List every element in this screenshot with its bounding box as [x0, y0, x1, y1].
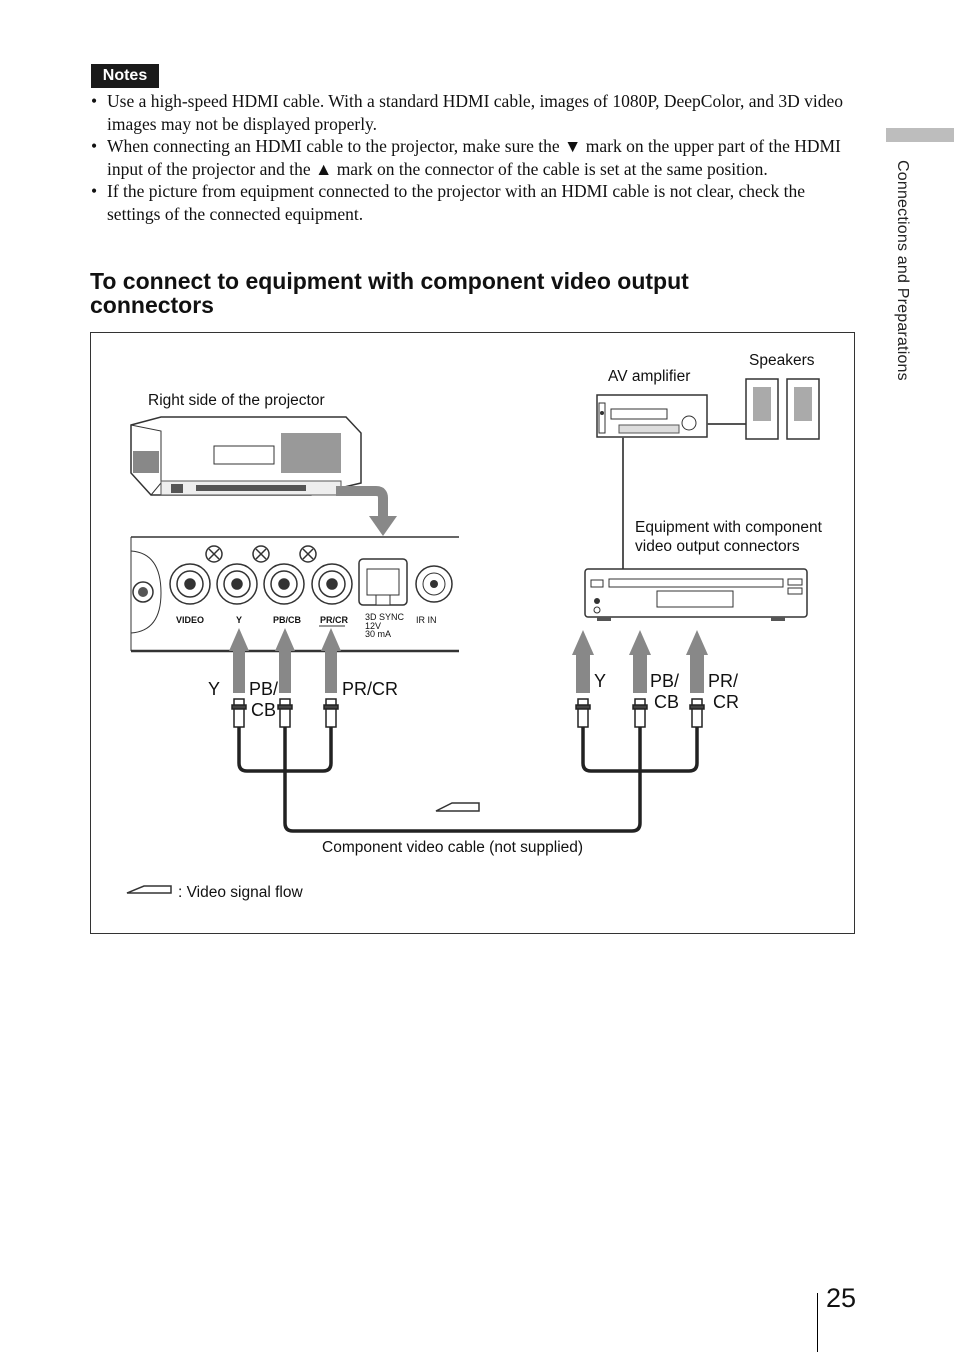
- cable-flow-arrow-icon: [435, 802, 480, 812]
- right-plug-y-label: Y: [594, 671, 607, 691]
- section-tab-label: Connections and Preparations: [894, 160, 911, 381]
- rca-plugs: [231, 698, 705, 728]
- connection-diagram: Right side of the projector AV amplifier…: [90, 332, 855, 934]
- projector-label: Right side of the projector: [148, 392, 325, 409]
- av-amplifier-illustration: [596, 394, 708, 438]
- notes-list: Use a high-speed HDMI cable. With a stan…: [91, 90, 861, 226]
- speakers-illustration: [745, 378, 820, 440]
- panel-label-video: VIDEO: [176, 615, 205, 625]
- equipment-label-line1: Equipment with component: [635, 519, 822, 536]
- left-plug-pb-label: PB/: [249, 679, 279, 699]
- left-plug-pr-cr-label: PR/CR: [342, 679, 399, 699]
- note-item: If the picture from equipment connected …: [91, 180, 861, 225]
- panel-label-y: Y: [236, 615, 243, 625]
- panel-label-ir-in: IR IN: [416, 615, 437, 625]
- left-plug-y-label: Y: [208, 679, 221, 699]
- component-cable: [237, 727, 699, 833]
- notes-badge: Notes: [91, 64, 159, 88]
- panel-label-sync-2: 12V: [365, 621, 382, 631]
- legend-flow-arrow-icon: [126, 885, 172, 894]
- connector-panel: [130, 536, 459, 653]
- component-equipment-illustration: [584, 568, 808, 621]
- speakers-label: Speakers: [749, 352, 815, 369]
- panel-label-pr-cr: PR/CR: [320, 615, 349, 625]
- page-number: 25: [826, 1283, 857, 1313]
- cable-label: Component video cable (not supplied): [322, 839, 584, 856]
- diagram-drawing: [126, 378, 820, 894]
- av-amplifier-label: AV amplifier: [608, 368, 691, 385]
- right-plug-pb-label: PB/: [650, 671, 680, 691]
- right-plug-cb-label: CB: [654, 692, 680, 712]
- projector-illustration: [130, 416, 397, 536]
- right-plug-cr-label: CR: [713, 692, 739, 712]
- note-item: When connecting an HDMI cable to the pro…: [91, 135, 861, 180]
- right-plug-pr-label: PR/: [708, 671, 739, 691]
- panel-label-pb-cb: PB/CB: [273, 615, 302, 625]
- page-number-rule: [817, 1293, 818, 1352]
- panel-label-sync-3: 30 mA: [365, 629, 392, 639]
- signal-arrows: [229, 628, 708, 693]
- note-item: Use a high-speed HDMI cable. With a stan…: [91, 90, 861, 135]
- legend-label: : Video signal flow: [178, 884, 303, 901]
- equipment-label-line2: video output connectors: [635, 538, 800, 555]
- section-heading: To connect to equipment with component v…: [90, 268, 689, 318]
- section-tab-bar: [886, 128, 954, 142]
- panel-label-sync-1: 3D SYNC: [365, 612, 405, 622]
- left-plug-cb-label: CB: [251, 700, 277, 720]
